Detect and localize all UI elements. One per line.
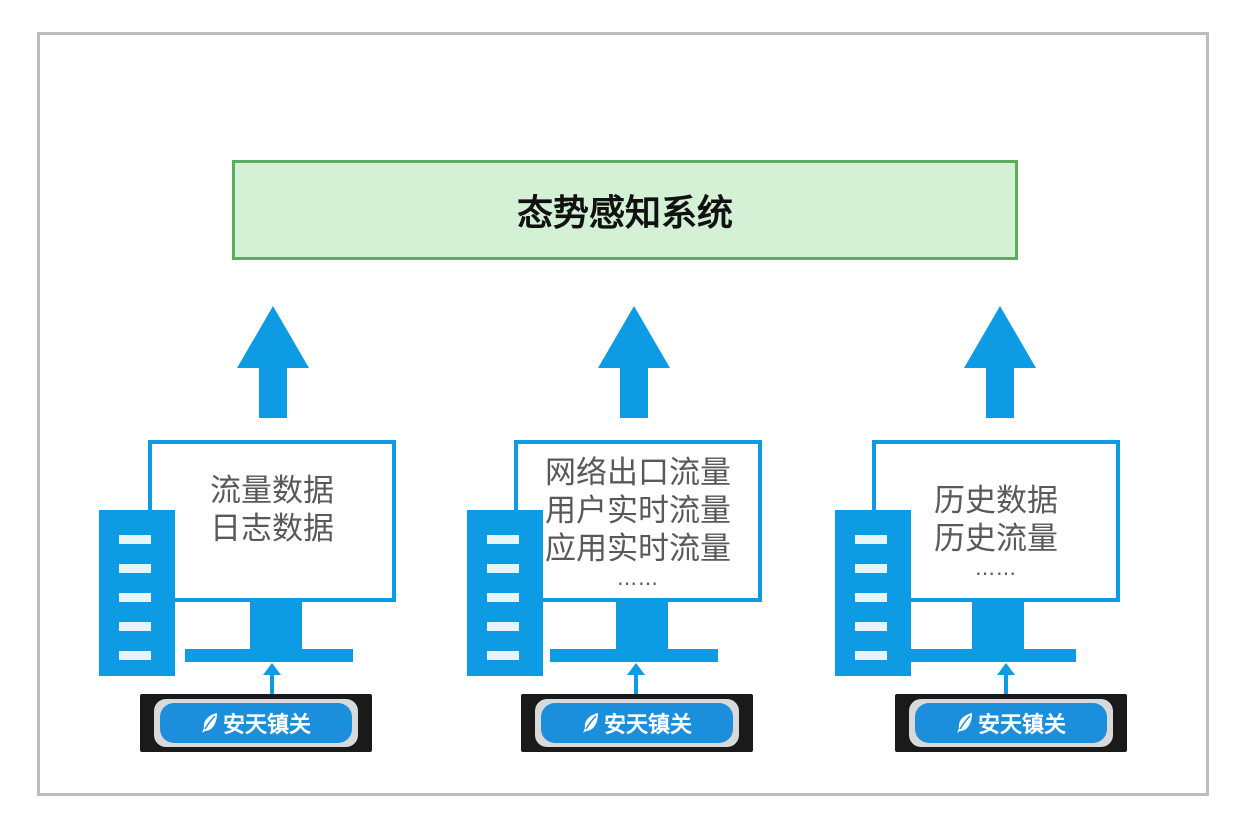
connector-arrow-icon — [997, 663, 1015, 675]
monitor-base — [550, 649, 718, 662]
ellipsis: …… — [975, 556, 1017, 580]
data-item: 流量数据 — [210, 473, 334, 509]
monitor-neck — [250, 602, 302, 650]
data-item: 历史流量 — [934, 521, 1058, 557]
screen-text: 流量数据 日志数据 — [152, 472, 392, 548]
system-title: 态势感知系统 — [516, 193, 733, 234]
antiy-appliance: 安天镇关 — [521, 694, 753, 752]
monitor-neck — [616, 602, 668, 650]
device-name: 安天镇关 — [603, 713, 692, 738]
screen-text: 网络出口流量 用户实时流量 应用实时流量 …… — [518, 454, 758, 588]
monitor-screen: 网络出口流量 用户实时流量 应用实时流量 …… — [514, 440, 762, 602]
leaf-logo-icon — [201, 712, 219, 734]
antiy-appliance: 安天镇关 — [140, 694, 372, 752]
data-item: 历史数据 — [934, 483, 1058, 519]
server-tower-icon — [835, 510, 911, 676]
leaf-logo-icon — [956, 712, 974, 734]
leaf-logo-icon — [582, 712, 600, 734]
screen-text: 历史数据 历史流量 …… — [876, 482, 1116, 578]
connector-arrow-icon — [263, 663, 281, 675]
monitor-base — [908, 649, 1076, 662]
ellipsis: …… — [617, 566, 659, 590]
monitor-base — [185, 649, 353, 662]
up-arrow-icon — [237, 306, 309, 418]
monitor-screen: 流量数据 日志数据 — [148, 440, 396, 602]
server-tower-icon — [99, 510, 175, 676]
antiy-appliance: 安天镇关 — [895, 694, 1127, 752]
situational-awareness-system-box: 态势感知系统 — [232, 160, 1018, 260]
device-name: 安天镇关 — [222, 713, 311, 738]
data-item: 网络出口流量 — [545, 455, 731, 491]
data-item: 用户实时流量 — [545, 493, 731, 529]
connector-line — [1004, 674, 1008, 698]
device-name: 安天镇关 — [977, 713, 1066, 738]
data-item: 日志数据 — [210, 511, 334, 547]
data-item: 应用实时流量 — [545, 531, 731, 567]
connector-arrow-icon — [627, 663, 645, 675]
monitor-screen: 历史数据 历史流量 …… — [872, 440, 1120, 602]
connector-line — [270, 674, 274, 698]
up-arrow-icon — [964, 306, 1036, 418]
up-arrow-icon — [598, 306, 670, 418]
monitor-neck — [972, 602, 1024, 650]
connector-line — [634, 674, 638, 698]
diagram-frame — [37, 32, 1209, 796]
server-tower-icon — [467, 510, 543, 676]
